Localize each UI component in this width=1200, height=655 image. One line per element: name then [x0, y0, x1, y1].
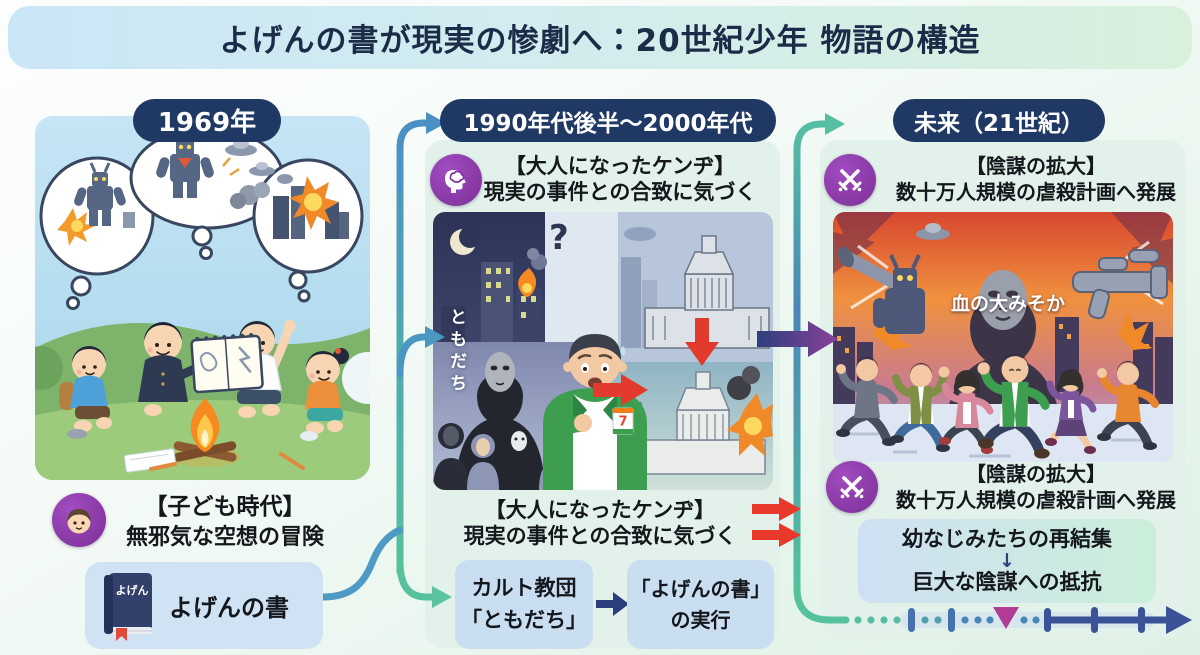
era2-phase-desc: 現実の事件との合致に気づく	[483, 180, 757, 205]
bloody-new-year-label: 血の大みそか	[950, 293, 1065, 315]
sketchbook	[190, 333, 264, 394]
cult-vertical-label: ともだち	[446, 308, 466, 396]
child-girl	[300, 348, 349, 441]
trunk-line-1	[396, 119, 432, 576]
era1-phase-title: 【子ども時代】	[144, 494, 306, 520]
runner-kenji-green	[977, 353, 1050, 459]
era2-pill: 1990年代後半〜2000年代	[440, 99, 776, 142]
ray-gun	[1072, 249, 1168, 320]
era3-phase-title: 【陰謀の拡大】	[966, 154, 1106, 178]
store-badge: 7	[612, 407, 634, 435]
svg-text:7: 7	[618, 415, 627, 430]
crossed-swords-icon-2	[826, 461, 878, 513]
arrow-red-down	[685, 318, 719, 366]
era3-pill: 未来（21世紀）	[893, 99, 1105, 142]
children-campfire-illustration	[35, 116, 370, 480]
resolve-box: 幼なじみたちの再結集 ↓ 巨大な陰謀への抵抗	[858, 519, 1156, 603]
arrow-to-era3-pill	[825, 113, 845, 135]
question-mark: ?	[549, 218, 569, 258]
era1-caption: 【子ども時代】 無邪気な空想の冒険	[100, 493, 350, 553]
robot-cannon	[838, 246, 925, 334]
pencil	[149, 462, 177, 471]
execution-box: 「よげんの書」 の実行	[627, 560, 774, 649]
campfire	[169, 398, 241, 467]
pencil-2	[279, 452, 305, 470]
era3-phase-desc-repeat: 数十万人規模の虐殺計画へ発展	[896, 488, 1176, 512]
era2-caption-top: 【大人になったケンヂ】 現実の事件との合致に気づく	[470, 153, 770, 206]
era3-caption-top: 【陰謀の拡大】 数十万人規模の虐殺計画へ発展	[888, 153, 1184, 205]
book-label: よげんの書	[169, 594, 289, 622]
title-band: よげんの書が現実の惨劇へ：20世紀少年 物語の構造	[8, 6, 1192, 69]
crossed-swords-icon	[824, 154, 876, 206]
cult-box: カルト教団 「ともだち」	[455, 560, 593, 649]
down-arrow-icon: ↓	[999, 549, 1015, 572]
ufo-icon	[916, 228, 950, 240]
runner-woman-purple	[1045, 369, 1097, 454]
bubble-robot-ufo	[156, 128, 275, 209]
runner-olive-jacket	[890, 363, 950, 452]
resolve-line2: 巨大な陰謀への抵抗	[912, 570, 1102, 595]
era3-phase-desc: 数十万人規模の虐殺計画へ発展	[896, 180, 1176, 204]
adult-kenji-illustration: 7	[433, 212, 773, 490]
arrow-red-right-inner	[593, 374, 648, 406]
night-city-panel	[433, 212, 547, 344]
child-blue-shirt	[59, 346, 112, 439]
era2-caption-bottom: 【大人になったケンヂ】 現実の事件との合致に気づく	[445, 497, 755, 550]
bookmark-ribbon	[116, 627, 127, 641]
era3-phase-title-repeat: 【陰謀の拡大】	[966, 462, 1106, 486]
era2-phase-title-repeat: 【大人になったケンヂ】	[484, 498, 716, 522]
era3-caption-bottom: 【陰謀の拡大】 数十万人規模の虐殺計画へ発展	[888, 461, 1184, 513]
brain-icon	[430, 154, 482, 206]
runner-orange-shirt	[1097, 361, 1159, 450]
book-cover-label: よげん	[116, 583, 149, 597]
era1-pill: 1969年	[133, 99, 281, 142]
book-icon: よげん	[104, 572, 152, 641]
prophecy-book-box: よげん よげんの書	[85, 562, 323, 649]
bubble-robot-left	[57, 162, 135, 246]
bubble-burning-city	[273, 174, 349, 239]
era2-illustration: 7	[433, 212, 773, 490]
era1-phase-desc: 無邪気な空想の冒険	[125, 524, 324, 550]
resolve-line1: 幼なじみたちの再結集	[902, 526, 1112, 551]
runner-gray-suit	[836, 357, 898, 446]
future-chaos-illustration	[833, 212, 1173, 462]
era3-illustration	[833, 212, 1173, 462]
ufo-icon	[225, 144, 257, 156]
child-icon	[52, 493, 106, 547]
era2-phase-desc-repeat: 現実の事件との合致に気づく	[463, 524, 737, 549]
ground-marks	[849, 432, 1147, 458]
page-title: よげんの書が現実の惨劇へ：20世紀少年 物語の構造	[219, 23, 981, 59]
era1-illustration-card	[35, 116, 370, 480]
era2-phase-title: 【大人になったケンヂ】	[504, 154, 736, 178]
kenji-figure: 7	[543, 334, 647, 490]
